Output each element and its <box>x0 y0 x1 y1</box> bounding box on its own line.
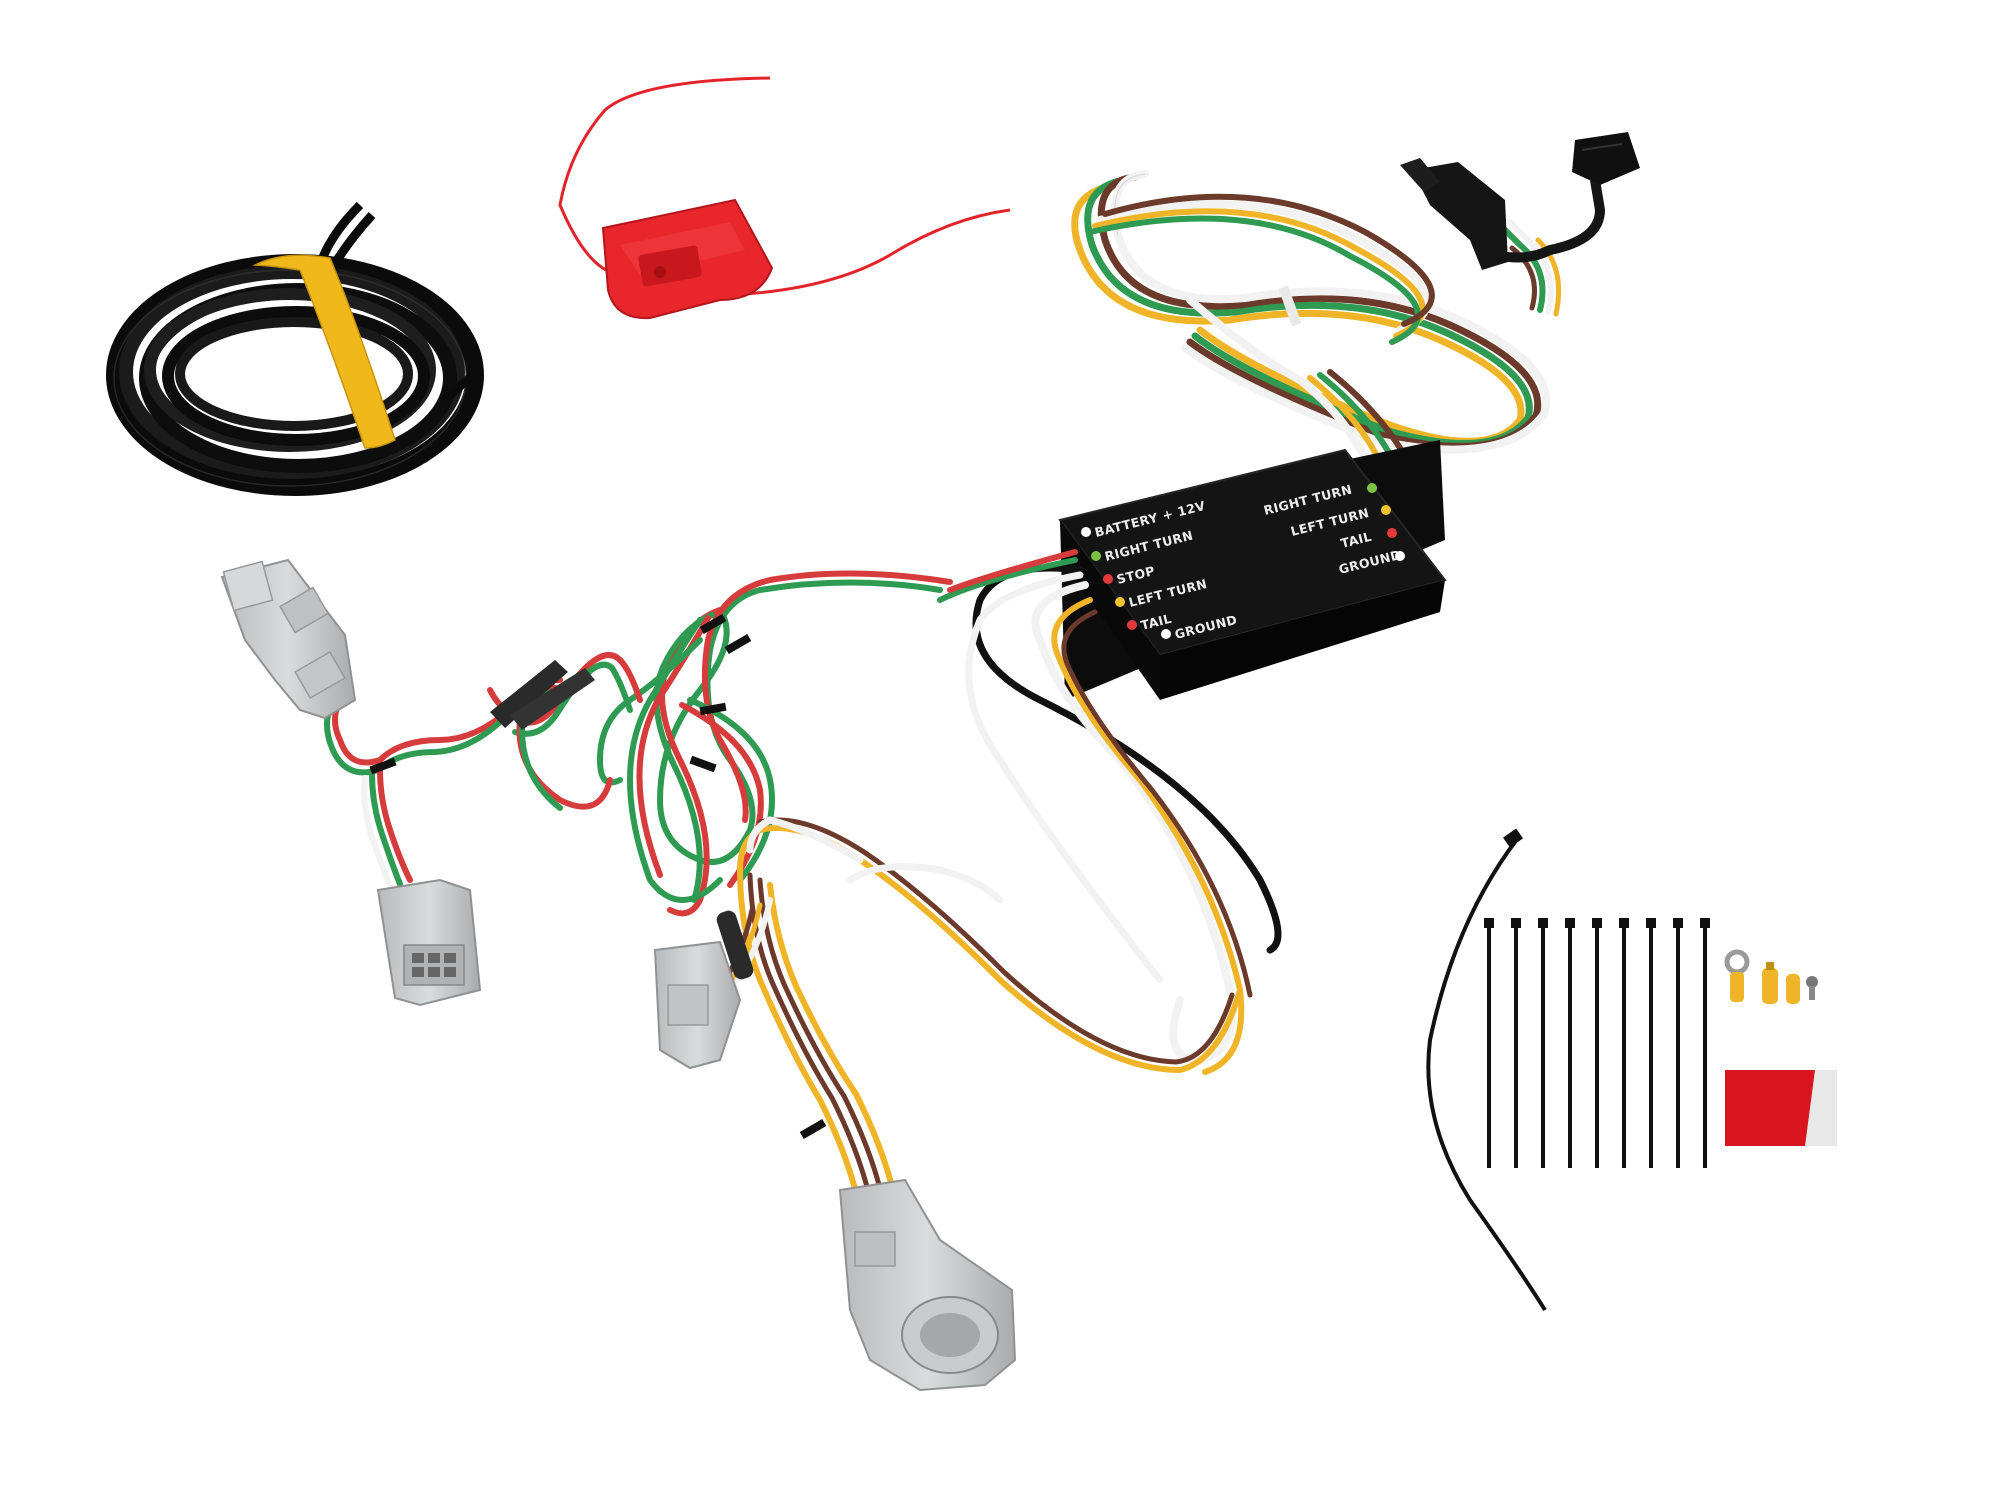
zip-tie <box>1565 918 1575 1168</box>
screw <box>1806 976 1818 1000</box>
ring-terminal <box>1724 949 1750 1002</box>
adhesive-pad <box>1725 1070 1837 1146</box>
connector-a <box>220 558 357 720</box>
zip-tie <box>1484 918 1494 1168</box>
led-left-turn <box>1115 597 1125 607</box>
led-right-turn-out <box>1367 483 1377 493</box>
connector-d <box>838 1178 1017 1392</box>
harness-zip-ties <box>369 614 827 1139</box>
splice-connectors <box>490 660 754 980</box>
ground-wire-coil <box>106 201 484 496</box>
zip-tie <box>1592 918 1602 1168</box>
led-stop <box>1103 574 1113 584</box>
label-tail-out: TAIL <box>1339 529 1373 551</box>
butt-connectors <box>1762 962 1800 1004</box>
flat-plug <box>1400 132 1640 270</box>
zip-ties <box>1484 918 1710 1168</box>
zip-tie <box>1619 918 1629 1168</box>
led-ground-out <box>1395 551 1405 561</box>
long-zip-tie <box>1426 828 1547 1312</box>
led-tail <box>1127 620 1137 630</box>
four-way-flat-connector <box>1071 132 1640 474</box>
led-battery <box>1081 527 1091 537</box>
zip-tie <box>1700 918 1710 1168</box>
connector-b <box>376 878 482 1007</box>
led-ground <box>1161 629 1171 639</box>
led-left-turn-out <box>1381 505 1391 515</box>
zip-tie <box>1646 918 1656 1168</box>
connector-c <box>653 940 742 1070</box>
fuse-holder <box>558 76 1011 320</box>
led-tail-out <box>1387 528 1397 538</box>
zip-tie <box>1538 918 1548 1168</box>
converter-box: BATTERY + 12V RIGHT TURN STOP LEFT TURN … <box>1058 440 1447 700</box>
zip-tie <box>1673 918 1683 1168</box>
zip-tie <box>1511 918 1521 1168</box>
label-tail-in: TAIL <box>1139 611 1173 633</box>
led-right-turn <box>1091 551 1101 561</box>
